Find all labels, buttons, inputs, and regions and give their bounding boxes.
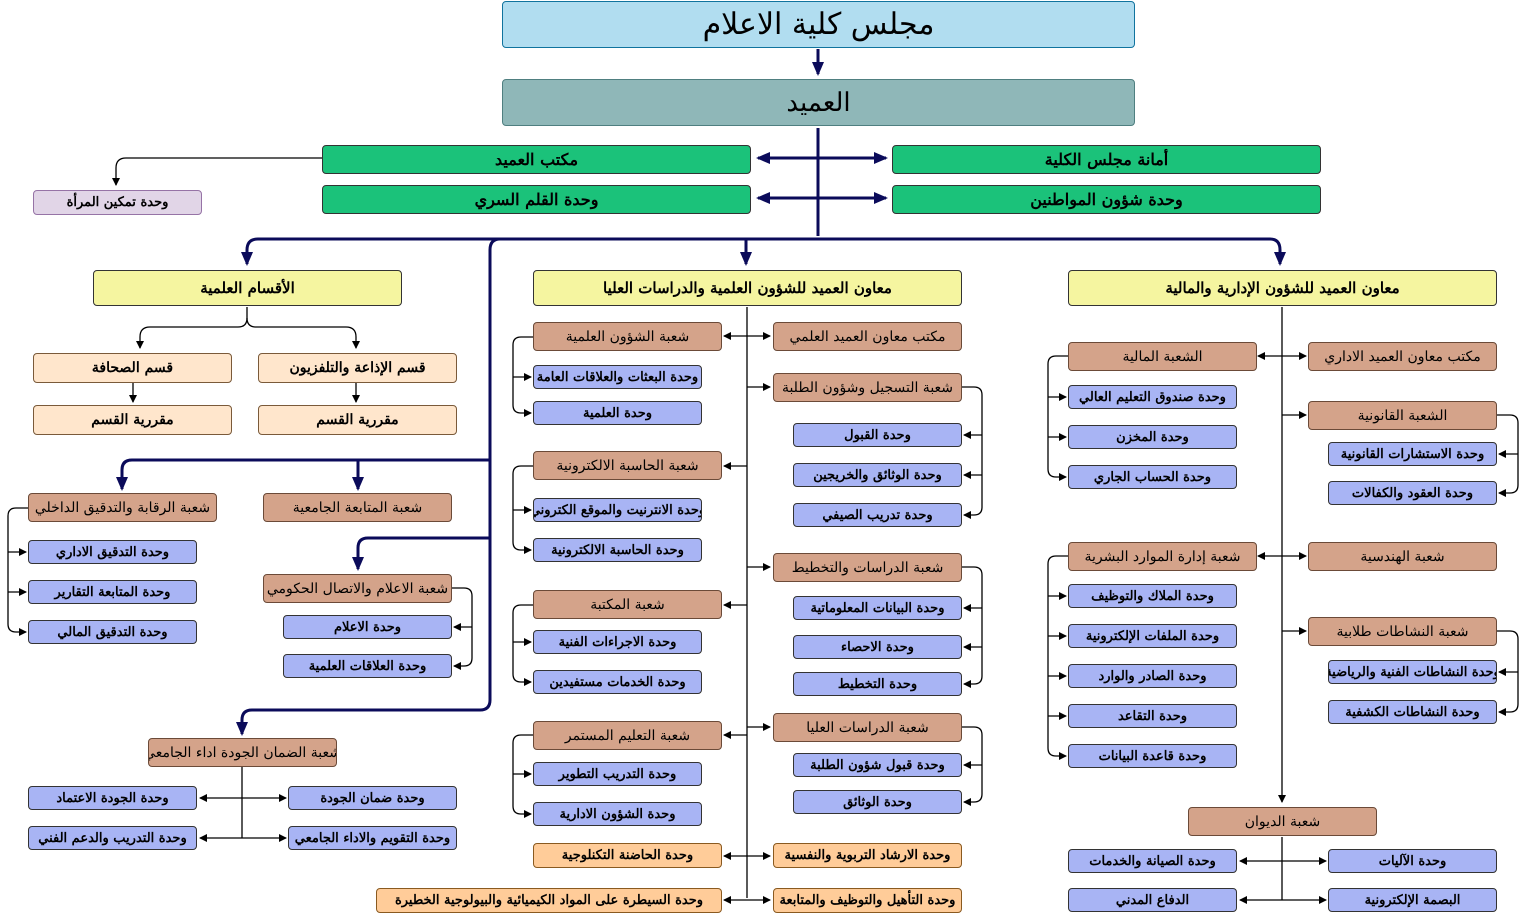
journalism-rapporteur-box: مقررية القسم [33,405,232,435]
continuing-education-section: شعبة التعليم المستمر [533,721,722,750]
counseling-unit: وحدة الارشاد التربوية والنفسية [773,843,962,868]
legal-section: الشعبة القانونية [1308,401,1497,430]
tech-incubator-unit: وحدة الحاضنة التكنلوجية [533,843,722,868]
hr-unit: وحدة الملاك والتوظيف [1068,584,1237,608]
hr-unit: وحدة الملفات الإلكترونية [1068,624,1237,648]
dean-box: العميد [502,79,1135,126]
admin-assistant-office: مكتب معاون العميد الاداري [1308,342,1497,371]
scientific-affairs-unit: وحدة العلمية [533,401,702,425]
continuing-education-unit: وحدة الشؤون الادارية [533,802,702,826]
finance-unit: وحدة الحساب الجاري [1068,465,1237,489]
finance-unit: وحدة المخزن [1068,425,1237,449]
quality-unit: وحدة التدريب والدعم الفني [28,826,197,850]
scientific-departments-box: الأقسام العلمية [93,270,402,306]
confidential-unit-box: وحدة القلم السري [322,185,751,214]
registration-section: شعبة التسجيل وشؤون الطلبة [773,373,962,402]
registration-unit: وحدة الوثائق والخريجين [793,463,962,487]
graduate-studies-unit: وحدة الوثائق [793,790,962,814]
journalism-dept-box: قسم الصحافة [33,353,232,383]
studies-planning-section: شعبة الدراسات والتخطيط [773,553,962,582]
continuing-education-unit: وحدة التدريب التطوير [533,762,702,786]
university-followup-section: شعبة المتابعة الجامعية [263,493,452,522]
rehabilitation-unit: وحدة التأهيل والتوظيف والمتابعة [773,888,962,913]
library-unit: وحدة الخدمات مستفيدين [533,670,702,694]
studies-planning-unit: وحدة الاحصاء [793,635,962,659]
diwan-unit: وحدة الصيانة والخدمات [1068,849,1237,873]
library-unit: وحدة الاجراءات الفنية [533,630,702,654]
media-section: شعبة الاعلام والاتصال الحكومي [263,574,452,603]
registration-unit: وحدة القبول [793,423,962,447]
finance-section: الشعبة المالية [1068,342,1257,371]
graduate-studies-unit: وحدة قبول شؤون الطلبة [793,753,962,777]
student-activities-unit: وحدة النشاطات الكشفية [1328,700,1497,724]
broadcasting-dept-box: قسم الإذاعة والتلفزيون [258,353,457,383]
hr-unit: وحدة الصادر والوارد [1068,664,1237,688]
scientific-affairs-assistant-box: معاون العميد للشؤون العلمية والدراسات ال… [533,270,962,306]
audit-section: شعبة الرقابة والتدقيق الداخلي [28,493,217,522]
graduate-studies-section: شعبة الدراسات العليا [773,713,962,742]
hr-section: شعبة إدارة الموارد البشرية [1068,542,1257,571]
hr-unit: وحدة قاعدة البيانات [1068,744,1237,768]
hr-unit: وحدة التقاعد [1068,704,1237,728]
computer-unit: وحدة الانترنيت والموقع الكتروني [533,498,702,522]
hazardous-materials-unit: وحدة السيطرة على المواد الكيميائية والبي… [376,888,722,913]
diwan-unit: الدفاع المدني [1068,888,1237,912]
legal-unit: وحدة الاستشارات القانونية [1328,442,1497,466]
computer-section: شعبة الحاسبة الالكترونية [533,451,722,480]
studies-planning-unit: وحدة التخطيط [793,672,962,696]
citizens-unit-box: وحدة شؤون المواطنين [892,185,1321,214]
broadcasting-rapporteur-box: مقررية القسم [258,405,457,435]
admin-affairs-assistant-box: معاون العميد للشؤون الإدارية والمالية [1068,270,1497,306]
student-activities-section: شعبة النشاطات طلابية [1308,617,1497,646]
college-council-box: مجلس كلية الاعلام [502,1,1135,48]
registration-unit: وحدة تدريب الصيفي [793,503,962,527]
women-unit-box: وحدة تمكين المرأة [33,190,202,215]
scientific-affairs-unit: وحدة البعثات والعلاقات العامة [533,365,702,389]
student-activities-unit: وحدة النشاطات الفنية والرياضية [1328,660,1497,684]
quality-unit: وحدة ضمان الجودة [288,786,457,810]
audit-unit: وحدة التدقيق الاداري [28,540,197,564]
dean-office-box: مكتب العميد [322,145,751,174]
council-secretariat-box: أمانة مجلس الكلية [892,145,1321,174]
computer-unit: وحدة الحاسبة الالكترونية [533,538,702,562]
diwan-section: شعبة الديوان [1188,807,1377,836]
audit-unit: وحدة المتابعة التقارير [28,580,197,604]
diwan-unit: البصمة الإلكترونية [1328,888,1497,912]
scientific-affairs-section: شعبة الشؤون العلمية [533,322,722,351]
library-section: شعبة المكتبة [533,590,722,619]
quality-unit: وحدة التقويم والاداء الجامعي [288,826,457,850]
diwan-unit: وحدة الآليات [1328,849,1497,873]
legal-unit: وحدة العقود والكفالات [1328,481,1497,505]
engineering-section: شعبة الهندسية [1308,542,1497,571]
studies-planning-unit: وحدة البيانات المعلوماتية [793,596,962,620]
quality-unit: وحدة الجودة الاعتماد [28,786,197,810]
audit-unit: وحدة التدقيق المالي [28,620,197,644]
quality-section: شعبة الضمان الجودة اداء الجامعي [148,738,337,767]
finance-unit: وحدة صندوق التعليم العالي [1068,385,1237,409]
scientific-assistant-office: مكتب معاون العميد العلمي [773,322,962,351]
media-unit: وحدة الاعلام [283,615,452,639]
media-unit: وحدة العلاقات العلمية [283,654,452,678]
